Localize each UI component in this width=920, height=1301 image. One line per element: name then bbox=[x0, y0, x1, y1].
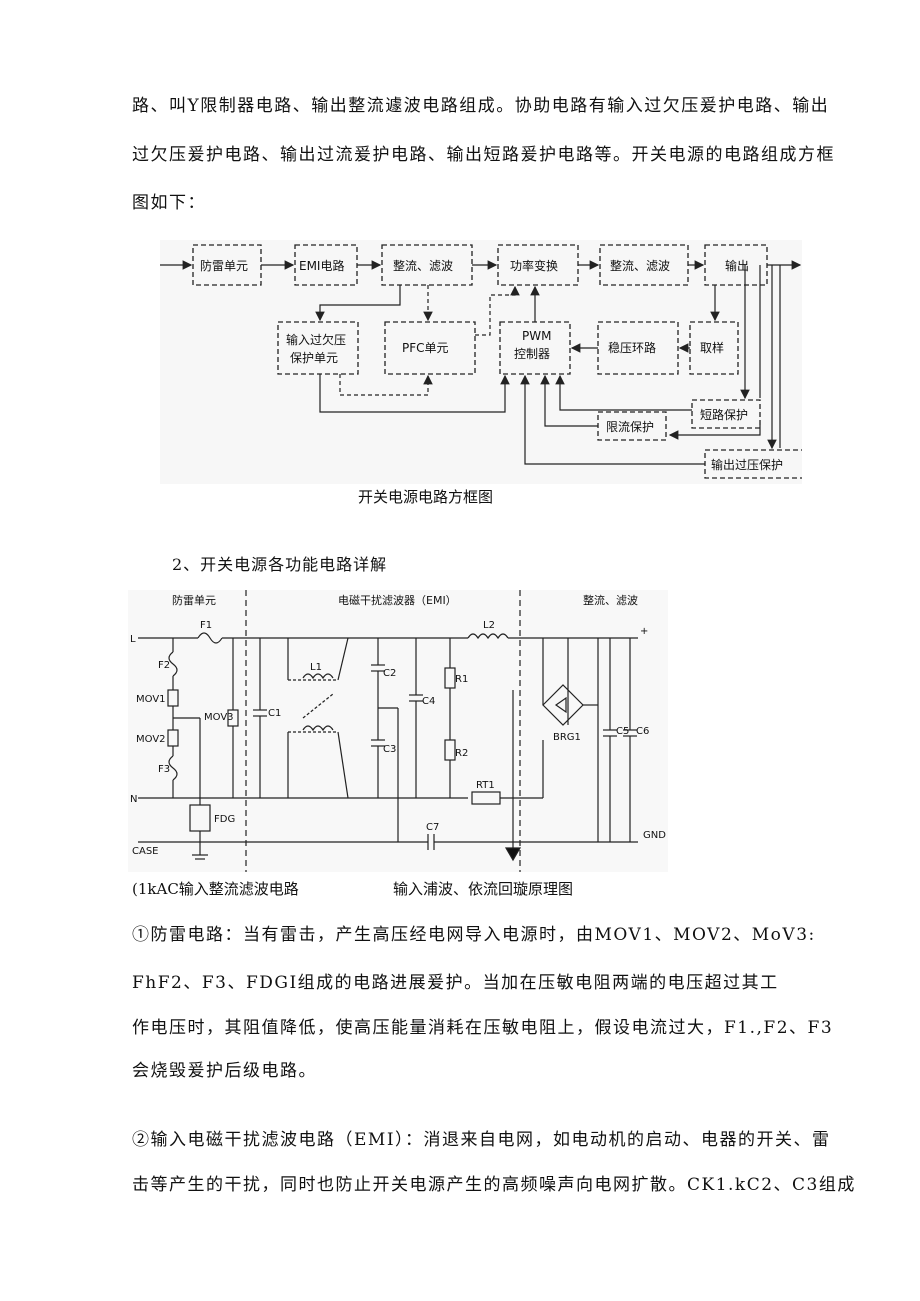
label-output: 输出 bbox=[725, 258, 749, 273]
label-gnd: GND bbox=[643, 830, 666, 841]
label-F1: F1 bbox=[200, 620, 212, 631]
block-short bbox=[691, 399, 761, 429]
para1-line-3: 作电压时，其阻值降低，使高压能量消耗在压敏电阻上，假设电流过大，F1.,F2、F… bbox=[132, 1018, 834, 1038]
label-MOV2: MOV2 bbox=[136, 734, 166, 745]
label-rect2: 整流、滤波 bbox=[610, 258, 670, 273]
para2-line-2: 击等产生的干扰，同时也防止开关电源产生的高频噪声向电网扩散。CK1.kC2、C3… bbox=[132, 1175, 856, 1195]
header-emi: 电磁干扰滤波器（EMI） bbox=[338, 593, 457, 607]
label-R1: R1 bbox=[455, 674, 468, 685]
label-current: 限流保护 bbox=[606, 420, 654, 434]
label-R2: R2 bbox=[455, 748, 468, 759]
block-rect1 bbox=[381, 244, 473, 286]
label-C5: C5 bbox=[616, 726, 629, 737]
label-C6: C6 bbox=[636, 726, 649, 737]
label-C3: C3 bbox=[383, 744, 396, 755]
intro-line-3: 图如下： bbox=[132, 193, 206, 213]
section-2-heading: 2、开关电源各功能电路详解 bbox=[172, 555, 388, 574]
block-regulator bbox=[597, 321, 679, 375]
label-L2: L2 bbox=[483, 620, 495, 631]
header-rect: 整流、滤波 bbox=[583, 593, 638, 607]
label-short: 短路保护 bbox=[700, 407, 748, 422]
label-C1: C1 bbox=[268, 708, 281, 719]
label-L: L bbox=[130, 634, 136, 645]
para1-line-1: ①防雷电路：当有雷击，产生高压经电网导入电源时，由MOV1、MOV2、MoV3: bbox=[132, 925, 816, 945]
label-F3: F3 bbox=[158, 764, 170, 775]
label-C4: C4 bbox=[422, 696, 435, 707]
schematic-svg: 防雷单元 电磁干扰滤波器（EMI） 整流、滤波 L N CASE GND + F… bbox=[130, 590, 666, 872]
label-inprot-1: 输入过欠压 bbox=[286, 332, 346, 347]
label-overvolt: 输出过压保护 bbox=[711, 457, 783, 472]
block-diagram-svg: 防雷单元 EMI电路 整流、滤波 功率变换 整流、滤波 输出 输入过欠压 保护单… bbox=[160, 244, 810, 479]
label-FDG: FDG bbox=[214, 814, 235, 825]
schematic-caption-left: (1kAC输入整流滤波电路 bbox=[132, 880, 299, 898]
label-N: N bbox=[130, 794, 137, 805]
label-C7: C7 bbox=[426, 822, 439, 833]
label-L1: L1 bbox=[310, 662, 322, 673]
label-lightning: 防雷单元 bbox=[200, 258, 248, 273]
block-sample bbox=[689, 321, 739, 375]
label-inprot-2: 保护单元 bbox=[290, 351, 338, 365]
block-diagram-caption: 开关电源电路方框图 bbox=[358, 488, 494, 506]
label-BRG1: BRG1 bbox=[553, 732, 581, 743]
emi-schematic: 防雷单元 电磁干扰滤波器（EMI） 整流、滤波 L N CASE GND + F… bbox=[128, 590, 668, 872]
label-emi: EMI电路 bbox=[299, 258, 344, 273]
intro-line-1: 路、叫Y限制器电路、输出整流遽波电路组成。协助电路有输入过欠压爰护电路、输出 bbox=[132, 96, 830, 116]
label-pwm-2: 控制器 bbox=[514, 347, 550, 361]
label-MOV3: MOV3 bbox=[204, 712, 234, 723]
label-F2: F2 bbox=[158, 660, 170, 671]
label-rect1: 整流、滤波 bbox=[393, 258, 453, 273]
block-inprot bbox=[277, 321, 359, 375]
para1-line-4: 会烧毁爰护后级电路。 bbox=[132, 1061, 317, 1081]
label-RT1: RT1 bbox=[476, 780, 495, 791]
schematic-caption-right: 输入浦波、依流回璇原理图 bbox=[393, 880, 574, 898]
label-sample: 取样 bbox=[700, 340, 724, 355]
label-case: CASE bbox=[132, 846, 159, 857]
label-regulator: 稳压环路 bbox=[608, 340, 656, 355]
label-MOV1: MOV1 bbox=[136, 694, 166, 705]
label-pfc: PFC单元 bbox=[402, 341, 449, 355]
block-diagram: 防雷单元 EMI电路 整流、滤波 功率变换 整流、滤波 输出 输入过欠压 保护单… bbox=[160, 240, 810, 484]
para2-line-1: ②输入电磁干扰滤波电路（EMI）：消退来自电网，如电动机的启动、电器的开关、雷 bbox=[132, 1130, 831, 1150]
label-plus: + bbox=[640, 626, 648, 637]
label-C2: C2 bbox=[383, 668, 396, 679]
header-lightning: 防雷单元 bbox=[172, 593, 216, 607]
label-power: 功率变换 bbox=[510, 258, 558, 273]
block-pfc bbox=[384, 321, 476, 375]
para1-line-2: FhF2、F3、FDGI组成的电路进展爰护。当加在压敏电阻两端的电压超过其工 bbox=[132, 973, 779, 993]
intro-line-2: 过欠压爰护电路、输出过流爰护电路、输出短路爰护电路等。开关电源的电路组成方框 bbox=[132, 145, 835, 165]
label-pwm-1: PWM bbox=[522, 329, 551, 343]
